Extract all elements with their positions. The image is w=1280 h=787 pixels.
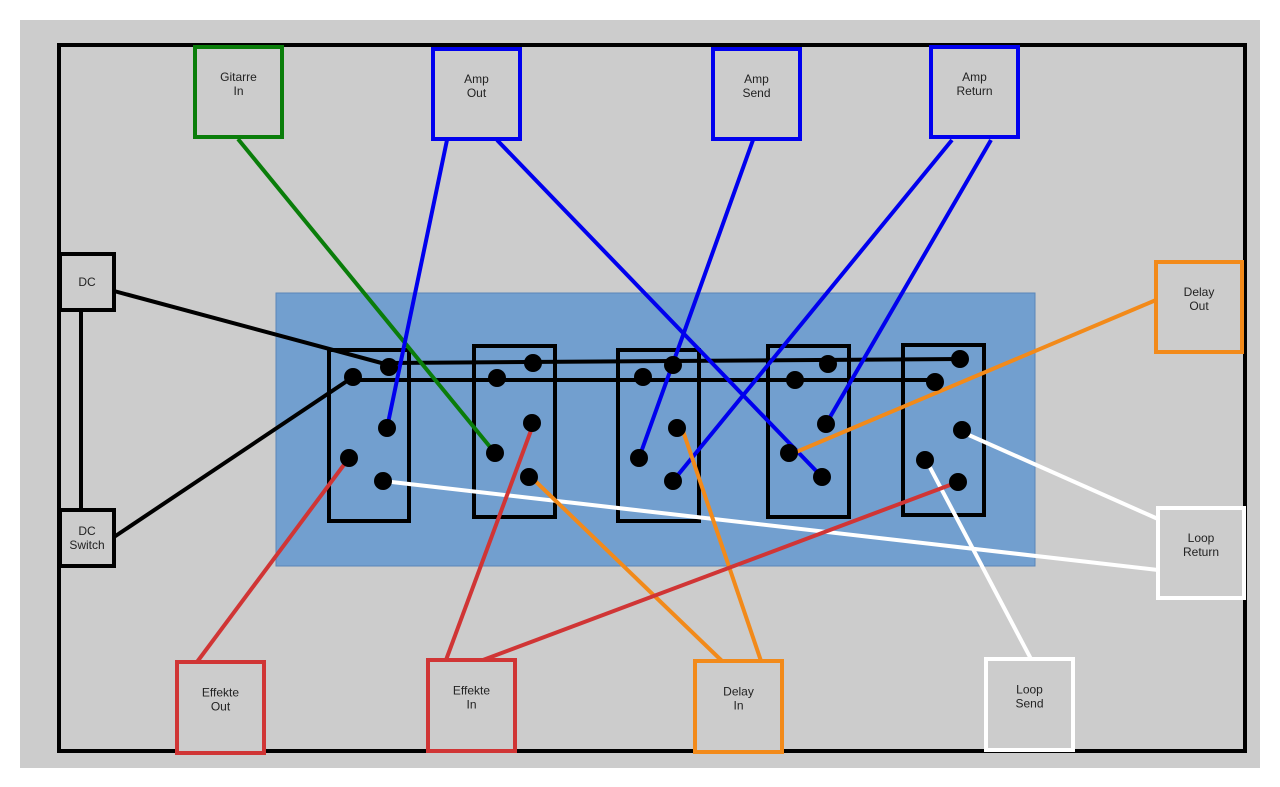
solder-lug xyxy=(488,369,506,387)
solder-lug xyxy=(340,449,358,467)
wire-dc-black xyxy=(113,289,390,367)
connector-label: Effekte xyxy=(202,686,239,700)
wire-loop-return-white xyxy=(961,430,1159,521)
connector-label: Amp xyxy=(464,72,489,86)
connector-label: Loop xyxy=(1188,531,1215,545)
connector-label: DC xyxy=(78,524,96,538)
connector-box xyxy=(58,508,116,568)
solder-lug xyxy=(344,368,362,386)
footswitch-2 xyxy=(472,344,557,519)
wire-dc-switch-black xyxy=(112,375,355,539)
connector-label: In xyxy=(733,699,743,713)
solder-lug xyxy=(953,421,971,439)
wire-delay-out-orange xyxy=(788,298,1157,457)
wire-delay-in-orange xyxy=(529,475,724,663)
solder-lug xyxy=(380,358,398,376)
connector-label: In xyxy=(233,84,243,98)
connector-box xyxy=(1156,506,1246,600)
wires xyxy=(79,137,1159,664)
connector-box xyxy=(1154,260,1244,354)
connector-dc: DC xyxy=(58,252,116,312)
solder-lug xyxy=(780,444,798,462)
solder-lug xyxy=(951,350,969,368)
wire-effekte-out-red xyxy=(195,456,351,664)
connector-label: Delay xyxy=(723,685,754,699)
connector-label: Gitarre xyxy=(220,70,257,84)
connector-box xyxy=(193,45,284,139)
connector-label: Loop xyxy=(1016,683,1043,697)
solder-lug xyxy=(378,419,396,437)
wire-amp-return-blue xyxy=(671,138,954,483)
solder-lugs xyxy=(340,350,971,491)
wire-delay-in-orange xyxy=(680,427,763,662)
solder-lug xyxy=(949,473,967,491)
connector-box xyxy=(58,252,116,312)
solder-lug xyxy=(634,368,652,386)
connector-label: DC xyxy=(78,275,96,289)
wire-effekte-in-red xyxy=(482,480,959,662)
connectors: GitarreInAmpOutAmpSendAmpReturnDelayOutL… xyxy=(58,45,1246,755)
connector-box xyxy=(175,660,266,755)
solder-lug xyxy=(786,371,804,389)
wire-loop-send-white xyxy=(923,457,1033,660)
connector-label: Send xyxy=(1015,697,1043,711)
solder-lug xyxy=(664,472,682,490)
solder-lug xyxy=(630,449,648,467)
connector-label: Out xyxy=(1189,299,1209,313)
solder-lug xyxy=(668,419,686,437)
solder-lug xyxy=(664,356,682,374)
connector-label: Out xyxy=(467,86,487,100)
solder-lug xyxy=(520,468,538,486)
footswitch-3 xyxy=(616,348,701,523)
connector-label: Return xyxy=(956,84,992,98)
footswitch-1 xyxy=(327,348,411,523)
solder-lug xyxy=(523,414,541,432)
connector-box xyxy=(711,47,802,141)
wire-loop-return-white xyxy=(382,479,1159,572)
connector-label: Effekte xyxy=(453,684,490,698)
connector-label: Amp xyxy=(744,72,769,86)
footswitch-5 xyxy=(901,343,986,517)
wire-effekte-in-red xyxy=(444,424,535,661)
solder-lug xyxy=(819,355,837,373)
connector-box xyxy=(693,659,784,754)
connector-box xyxy=(431,47,522,141)
connector-label: Delay xyxy=(1184,285,1215,299)
wire-amp-out-blue xyxy=(385,139,449,429)
connector-label: Switch xyxy=(69,538,104,552)
connector-label: Send xyxy=(742,86,770,100)
solder-lug xyxy=(817,415,835,433)
wire-gitarre-in-green xyxy=(236,137,497,455)
connector-box xyxy=(984,657,1075,752)
solder-lug xyxy=(813,468,831,486)
solder-lug xyxy=(926,373,944,391)
enclosure-outline xyxy=(57,43,1247,753)
connector-label: Amp xyxy=(962,70,987,84)
solder-lug xyxy=(524,354,542,372)
wire-amp-return-blue xyxy=(824,138,993,426)
solder-lug xyxy=(374,472,392,490)
connector-box xyxy=(929,45,1020,139)
solder-lug xyxy=(916,451,934,469)
solder-lug xyxy=(486,444,504,462)
connector-box xyxy=(426,658,517,753)
connector-label: In xyxy=(466,698,476,712)
connector-label: Out xyxy=(211,700,231,714)
wire-amp-send-blue xyxy=(637,139,755,459)
wire-amp-out-blue xyxy=(495,138,824,479)
connector-label: Return xyxy=(1183,545,1219,559)
